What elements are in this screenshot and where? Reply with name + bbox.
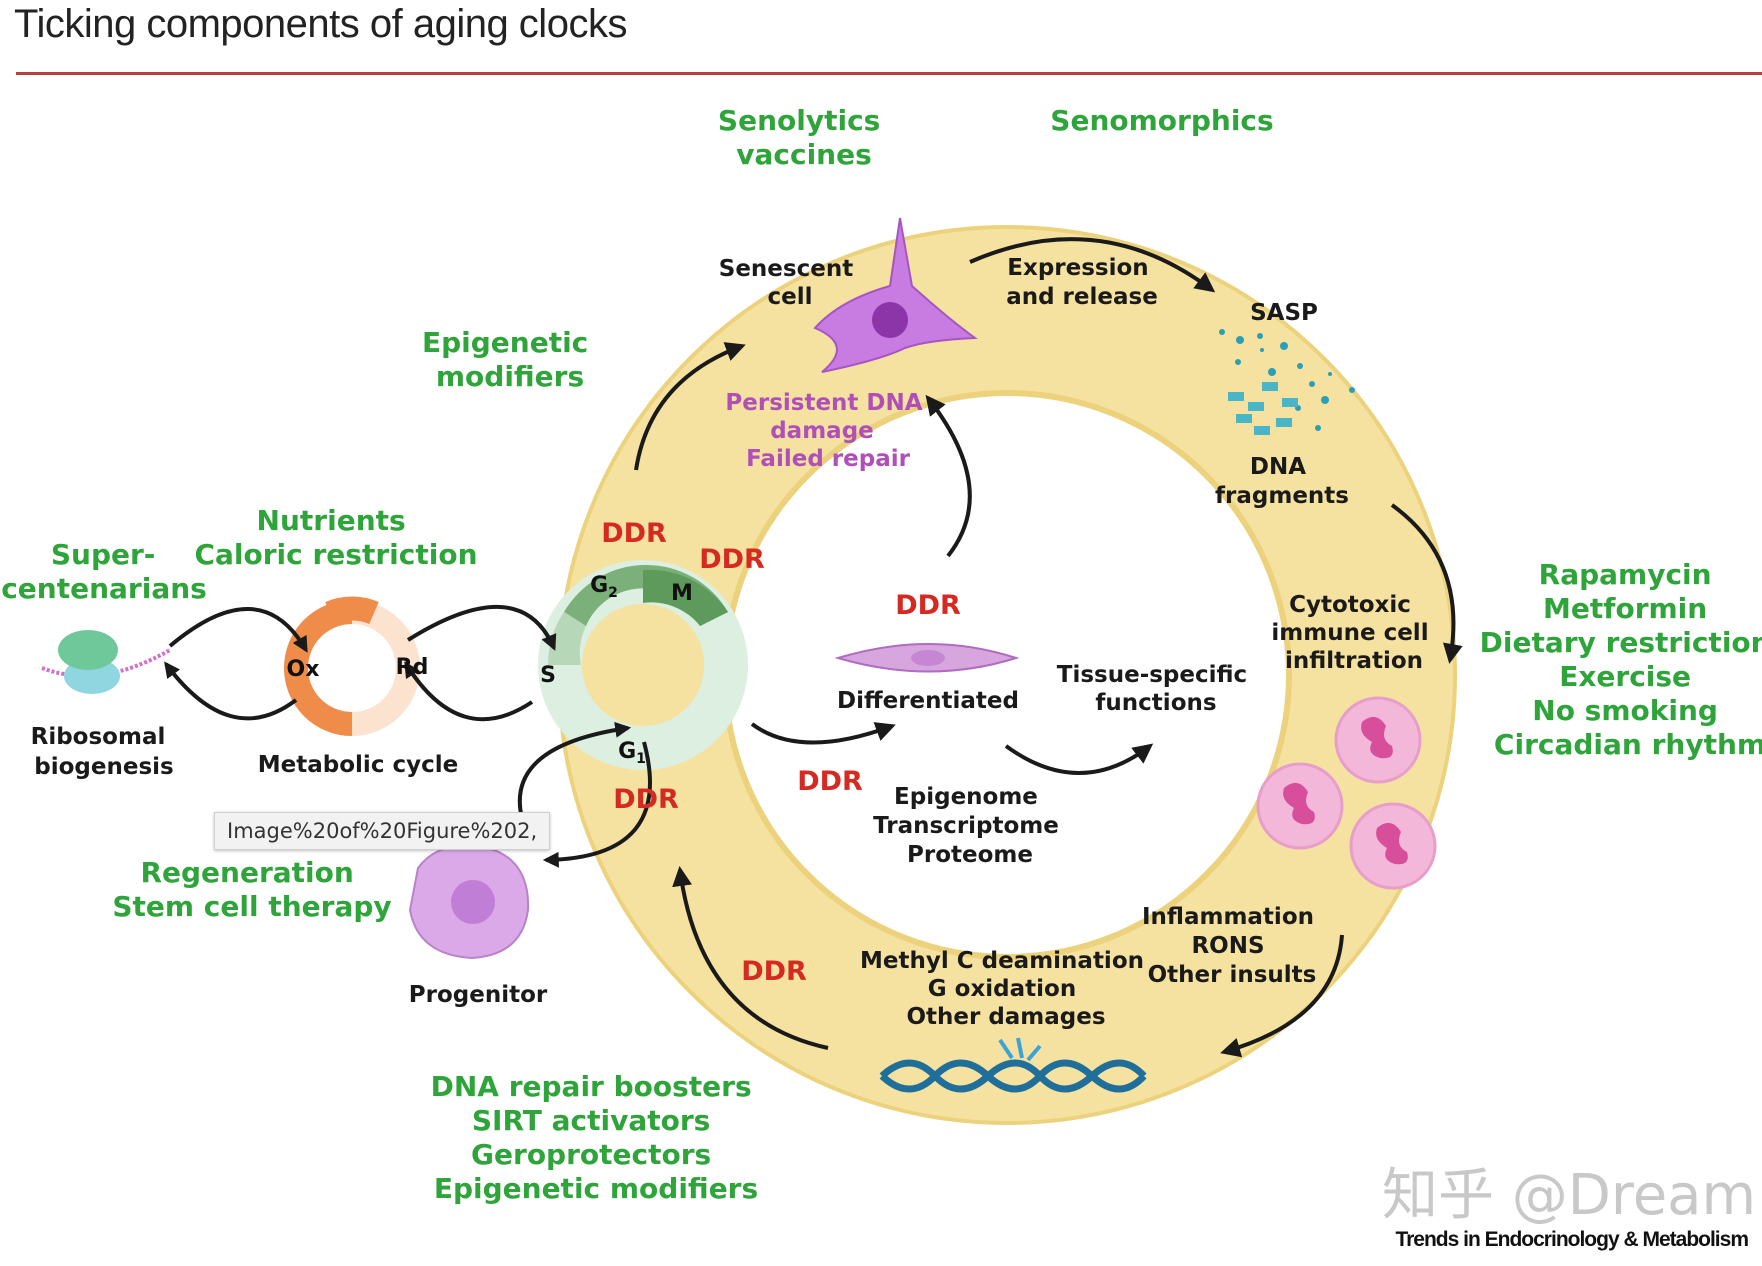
ddr-label: DDR [699,544,765,575]
dna-helix-icon [879,1037,1147,1093]
differentiated-cell-icon [834,643,1020,673]
figure-title: Ticking components of aging clocks [14,2,627,46]
dna-fragments-label: DNA fragments [1215,454,1349,509]
epigenetic-modifiers-label: Epigenetic modifiers [422,326,598,393]
watermark: 知乎 @Dream [1382,1163,1756,1228]
title-rule [16,72,1762,75]
ddr-label: DDR [601,518,667,549]
senolytics-label: Senolytics vaccines [718,104,890,171]
ddr-label: DDR [797,766,863,797]
senescent-cell-icon [813,217,978,373]
lifestyle-interventions-label: Rapamycin Metformin Dietary restriction … [1480,558,1762,761]
progenitor-label: Progenitor [409,982,548,1008]
phase-s-label: S [540,663,556,688]
dna-repair-label: DNA repair boosters SIRT activators Gero… [431,1070,762,1205]
immune-cells-icon [1256,696,1437,890]
senescent-cell-label: Senescent cell [719,256,861,310]
nutrients-label: Nutrients Caloric restriction [194,504,477,571]
inflammation-label: Inflammation RONS Other insults [1142,904,1322,988]
ddr-label: DDR [613,784,679,815]
ribosome-icon [41,630,171,694]
image-tooltip: Image%20of%20Figure%202, [214,812,551,850]
supercentenarians-label: Super- centenarians [1,538,207,605]
methyl-c-label: Methyl C deamination G oxidation Other d… [860,948,1152,1030]
phase-g2-label: G2 [590,573,618,601]
sasp-label: SASP [1250,300,1318,326]
ox-label: Ox [287,657,320,682]
ribosomal-biogenesis-label: Ribosomal biogenesis [31,724,174,780]
rd-label: Rd [396,655,429,680]
metabolic-cycle-label: Metabolic cycle [258,752,458,778]
epigenome-label: Epigenome Transcriptome Proteome [873,784,1067,868]
tissue-specific-label: Tissue-specific functions [1057,662,1255,716]
phase-m-label: M [671,581,693,606]
ddr-label: DDR [741,956,807,987]
arrows [164,237,1463,1058]
phase-g1-label: G1 [618,739,646,767]
differentiated-label: Differentiated [837,688,1019,714]
journal-name: Trends in Endocrinology & Metabolism [1395,1228,1748,1251]
cytotoxic-label: Cytotoxic immune cell infiltration [1271,592,1436,674]
regeneration-label: Regeneration Stem cell therapy [112,856,391,923]
sasp-particles-icon [1219,329,1355,435]
cell-cycle-ring [538,560,748,770]
expression-release-label: Expression and release [1006,255,1158,310]
progenitor-cell-icon [408,844,530,960]
ddr-label: DDR [895,590,961,621]
senomorphics-label: Senomorphics [1050,104,1273,137]
persistent-dna-damage-label: Persistent DNA damage Failed repair [725,390,930,472]
